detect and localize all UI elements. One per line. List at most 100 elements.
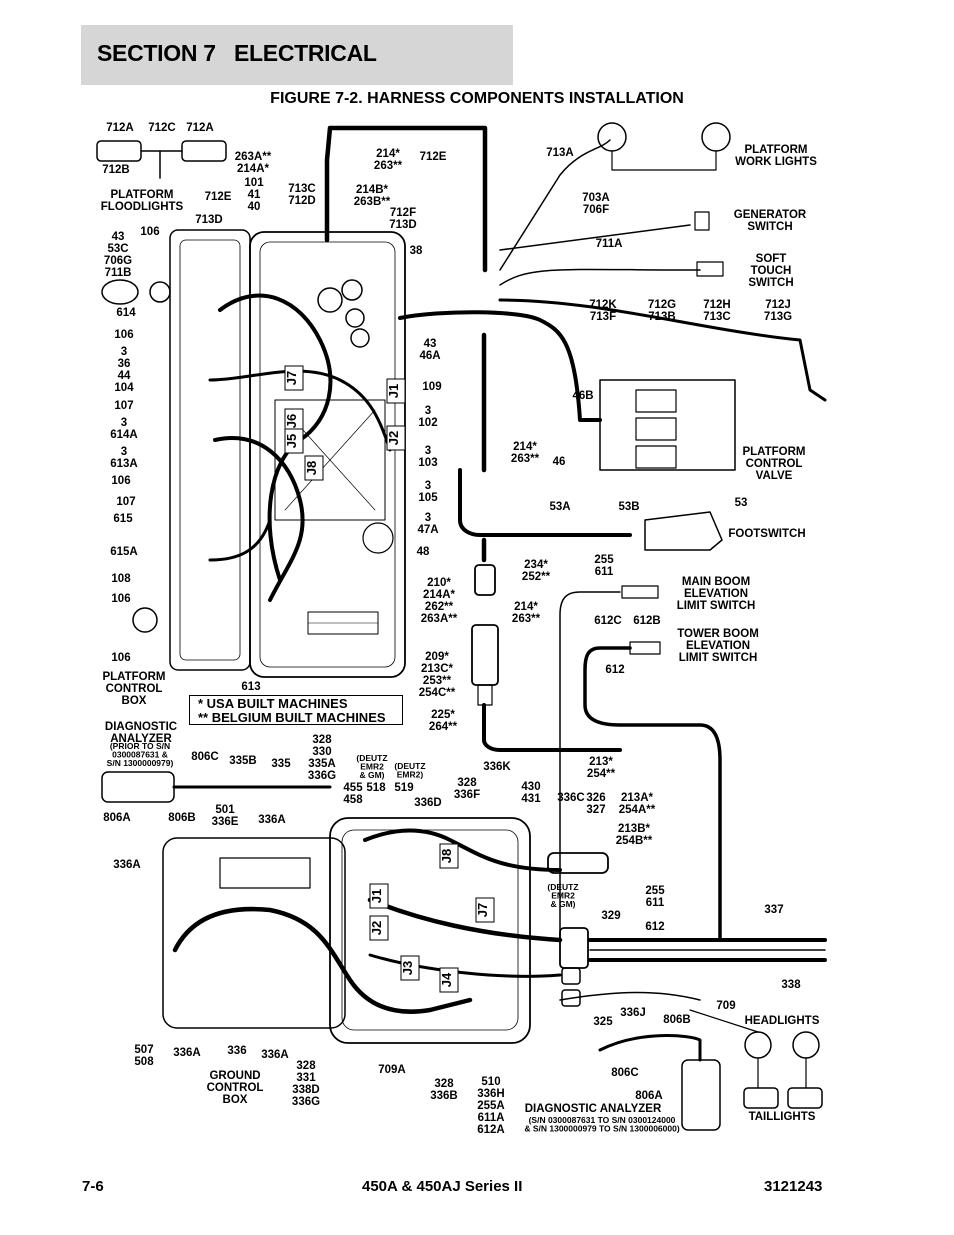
callout-line: 213A*: [621, 792, 653, 804]
callout-line: 109: [422, 381, 441, 393]
connector-label-upper-2: J6: [284, 414, 299, 428]
callout-329: 329: [601, 910, 620, 922]
platform-harness-wire-b: [213, 436, 305, 602]
callout-line: 103: [418, 457, 437, 469]
diagnostic-analyzer-right-cable: [598, 1034, 702, 1062]
callout-line: 214B*: [356, 184, 388, 196]
callout-line: 213C*: [421, 663, 453, 675]
callout-line: 335: [271, 758, 291, 770]
valve-spool-b: [635, 417, 677, 441]
connector-tag-box: [400, 955, 420, 981]
ground-control-cover-inner: [341, 829, 519, 1031]
work-light-wire: [499, 139, 611, 271]
callout-line: 255: [594, 554, 614, 566]
callout-214-263-top: 214*263**: [374, 148, 403, 172]
platform-control-valve-body: [599, 379, 736, 471]
callout-line: 458: [343, 794, 363, 806]
connector-label-upper-3: J2: [386, 431, 401, 445]
callout-line: PLATFORM: [102, 671, 165, 683]
lighting-cable: [689, 1009, 807, 1089]
callout-line: TOUCH: [751, 265, 792, 277]
callout-line: 612C: [594, 615, 622, 627]
callout-line: 46B: [572, 390, 593, 402]
callout-line: 709A: [378, 1064, 406, 1076]
callout-line: 338: [781, 979, 801, 991]
floodlight-right: [181, 140, 227, 162]
callout-line: 507: [134, 1044, 153, 1056]
callout-806b-right: 806B: [663, 1014, 691, 1026]
callout-338: 338: [781, 979, 801, 991]
connector-label-upper-0: J7: [284, 371, 299, 385]
callout-613: 613: [241, 681, 260, 693]
callout-line: & GM): [550, 899, 575, 909]
callout-line: PLATFORM: [742, 446, 805, 458]
callout-line: 612A: [477, 1124, 505, 1136]
callout-line: SOFT: [756, 253, 787, 265]
callout-106-c: 106: [111, 475, 130, 487]
connector-label-lower-0: J8: [439, 849, 454, 863]
callout-806b-left: 806B: [168, 812, 196, 824]
callout-line: 806B: [663, 1014, 691, 1026]
callout-line: (S/N 0300087631 TO S/N 0300124000: [529, 1115, 676, 1125]
callout-line: 263**: [374, 160, 403, 172]
callout-line: SWITCH: [747, 221, 792, 233]
callout-line: 225*: [431, 709, 455, 721]
callout-213-254: 213*254**: [587, 756, 616, 780]
ground-harness-wire-b: [363, 828, 562, 872]
platform-harness-wire-c: [208, 369, 392, 452]
callout-712a-1: 712A: [106, 122, 134, 134]
callout-line: 612: [605, 664, 624, 676]
diagnostic-analyzer-right-body: [681, 1059, 721, 1131]
callout-108: 108: [111, 573, 131, 585]
callout-line: EMR2: [551, 891, 575, 901]
joystick-knob: [149, 281, 171, 303]
legend-belgium: ** BELGIUM BUILT MACHINES: [198, 710, 386, 725]
callout-612c: 612C: [594, 615, 622, 627]
callout-line: 335A: [308, 758, 336, 770]
callout-line: 3: [121, 417, 127, 429]
taillight-right: [787, 1087, 823, 1109]
cover-knob-e: [362, 522, 394, 554]
callout-214b-263b: 214B*263B**: [354, 184, 391, 208]
callout-line: 254B**: [616, 835, 653, 847]
callout-line: 713A: [546, 147, 574, 159]
platform-harness-wire-d: [208, 518, 272, 562]
callout-line: 327: [586, 804, 605, 816]
callout-diagnostic-analyzer-right: DIAGNOSTIC ANALYZER: [525, 1103, 662, 1115]
callout-line: ELEVATION: [684, 588, 748, 600]
callout-line: 3: [425, 480, 431, 492]
callout-taillights: TAILLIGHTS: [749, 1111, 816, 1123]
callout-footswitch: FOOTSWITCH: [728, 528, 805, 540]
callout-line: 510: [481, 1076, 500, 1088]
callout-line: 712F: [390, 207, 416, 219]
callout-line: 806B: [168, 812, 196, 824]
callout-line: 47A: [417, 524, 438, 536]
callout-line: 713C: [288, 183, 316, 195]
callout-line: 336E: [212, 816, 239, 828]
callout-line: 615A: [110, 546, 138, 558]
callout-line: 3: [425, 512, 431, 524]
callout-336a-top: 336A: [258, 814, 286, 826]
callout-line: 264**: [429, 721, 458, 733]
callout-line: 329: [601, 910, 620, 922]
footer-doc-number: 3121243: [764, 1178, 823, 1195]
callout-line: DIAGNOSTIC ANALYZER: [525, 1103, 662, 1115]
callout-line: 254**: [587, 768, 616, 780]
callout-213b-254b: 213B*254B**: [616, 823, 653, 847]
callout-line: 713G: [764, 311, 792, 323]
